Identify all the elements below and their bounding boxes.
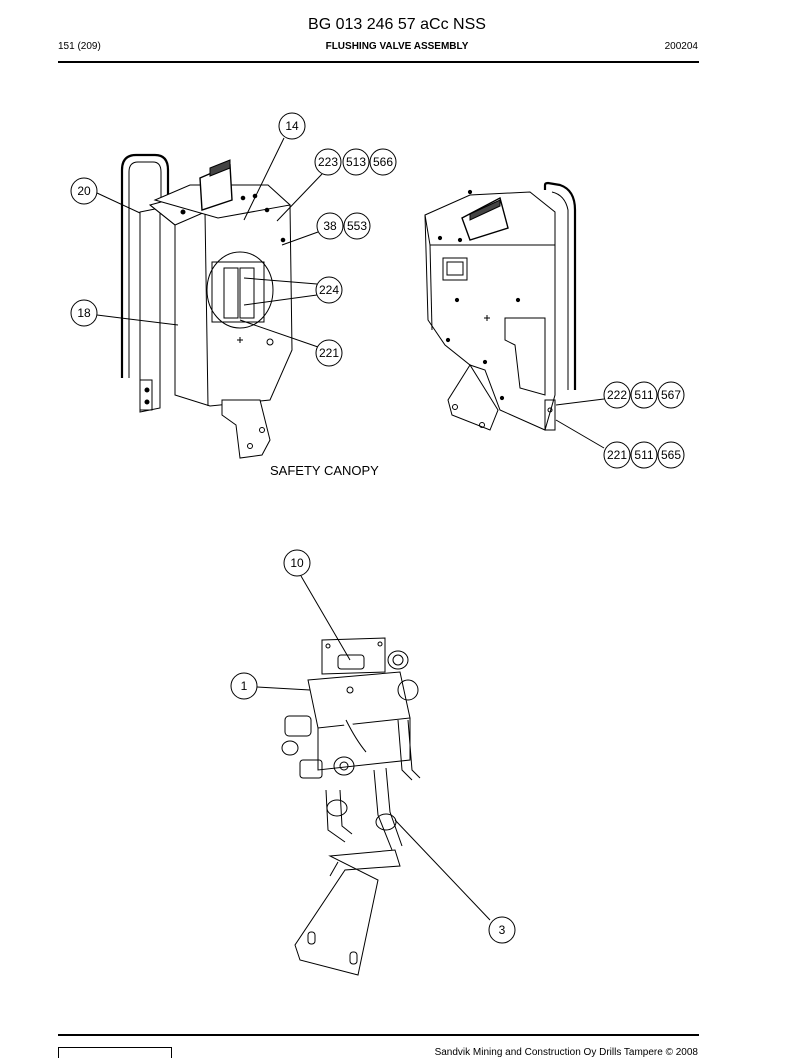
callout-565: 565 — [657, 441, 685, 469]
svg-text:14: 14 — [285, 119, 299, 133]
leader-lines — [96, 137, 605, 921]
callout-511-lower: 511 — [630, 441, 658, 469]
svg-text:223: 223 — [318, 155, 338, 169]
callout-511-upper: 511 — [630, 381, 658, 409]
callout-1: 1 — [230, 672, 258, 700]
svg-text:221: 221 — [607, 448, 627, 462]
svg-text:20: 20 — [77, 184, 91, 198]
svg-text:224: 224 — [319, 283, 339, 297]
footer-rule — [58, 1034, 699, 1036]
callout-10: 10 — [283, 549, 311, 577]
section-title: FLUSHING VALVE ASSEMBLY — [325, 41, 469, 52]
callout-221-right: 221 — [603, 441, 631, 469]
figure-caption: SAFETY CANOPY — [270, 463, 379, 478]
callout-553: 553 — [343, 212, 371, 240]
svg-text:221: 221 — [319, 346, 339, 360]
callout-3: 3 — [488, 916, 516, 944]
svg-text:38: 38 — [323, 219, 337, 233]
svg-text:511: 511 — [634, 448, 653, 462]
canopy-left-view — [120, 153, 293, 459]
svg-text:18: 18 — [77, 306, 91, 320]
callout-566: 566 — [369, 148, 397, 176]
svg-text:511: 511 — [634, 388, 653, 402]
canopy-right-view — [424, 181, 577, 431]
svg-text:566: 566 — [373, 155, 393, 169]
header-rule — [58, 61, 699, 63]
date-code: 200204 — [664, 41, 698, 52]
page-number: 151 (209) — [58, 41, 101, 52]
document-title: BG 013 246 57 aCc NSS — [308, 16, 486, 33]
svg-text:553: 553 — [347, 219, 367, 233]
callout-14: 14 — [278, 112, 306, 140]
callout-222: 222 — [603, 381, 631, 409]
svg-text:1: 1 — [241, 679, 248, 693]
callout-18: 18 — [70, 299, 98, 327]
callout-567: 567 — [657, 381, 685, 409]
svg-text:565: 565 — [661, 448, 681, 462]
callout-223: 223 — [314, 148, 342, 176]
callout-513: 513 — [342, 148, 370, 176]
callout-224: 224 — [315, 276, 343, 304]
callout-20: 20 — [70, 177, 98, 205]
svg-text:567: 567 — [661, 388, 681, 402]
svg-text:513: 513 — [346, 155, 366, 169]
callout-221-left: 221 — [315, 339, 343, 367]
svg-text:222: 222 — [607, 388, 627, 402]
callout-38: 38 — [316, 212, 344, 240]
svg-text:10: 10 — [290, 556, 304, 570]
svg-text:3: 3 — [499, 923, 506, 937]
flushing-valve-drawing — [281, 637, 421, 976]
